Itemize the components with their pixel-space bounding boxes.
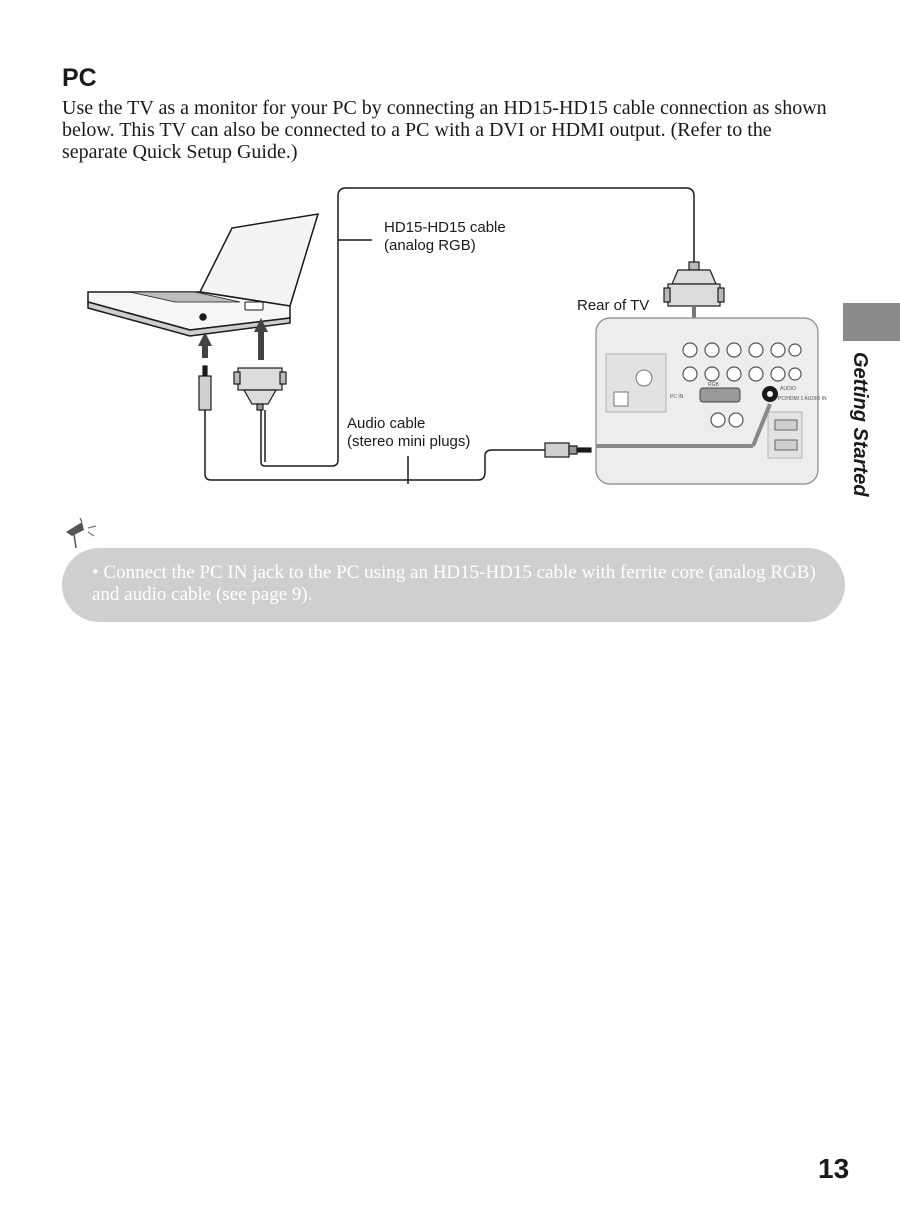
section-title: PC bbox=[62, 64, 97, 92]
rear-of-tv-label: Rear of TV bbox=[577, 297, 649, 314]
tv-rear-panel: PC IN RGB AUDIO PC/HDMI 1 AUDIO IN bbox=[595, 317, 827, 485]
tip-text: • Connect the PC IN jack to the PC using… bbox=[92, 562, 816, 605]
hd15-cable-label: HD15-HD15 cable bbox=[384, 219, 506, 236]
sidebar-section-label: Getting Started bbox=[849, 352, 871, 497]
rgb-label: RGB bbox=[708, 382, 720, 388]
vga-plug-left bbox=[233, 367, 287, 411]
pc-hdmi-audio-in-label: PC/HDMI 1 AUDIO IN bbox=[778, 396, 827, 402]
sidebar-tab-marker bbox=[843, 303, 900, 341]
audio-label: AUDIO bbox=[780, 386, 796, 392]
intro-paragraph: Use the TV as a monitor for your PC by c… bbox=[62, 97, 827, 163]
vga-plug-tv bbox=[663, 261, 725, 336]
audio-mini-plug-left bbox=[198, 365, 212, 411]
up-arrow-icon bbox=[198, 332, 212, 358]
tip-lamp-icon bbox=[66, 518, 97, 549]
up-arrow-icon bbox=[254, 318, 268, 360]
stereo-mini-plugs-label: (stereo mini plugs) bbox=[347, 433, 470, 450]
cable-lines bbox=[204, 187, 695, 484]
analog-rgb-label: (analog RGB) bbox=[384, 237, 476, 254]
tip-banner bbox=[62, 548, 845, 622]
laptop-illustration bbox=[87, 213, 320, 337]
pc-in-label: PC IN bbox=[670, 394, 684, 400]
audio-mini-plug-right bbox=[544, 442, 592, 458]
audio-cable-label: Audio cable bbox=[347, 415, 425, 432]
page-number: 13 bbox=[818, 1153, 850, 1184]
pc-connection-diagram: PC IN RGB AUDIO PC/HDMI 1 AUDIO IN HD15-… bbox=[87, 187, 827, 485]
